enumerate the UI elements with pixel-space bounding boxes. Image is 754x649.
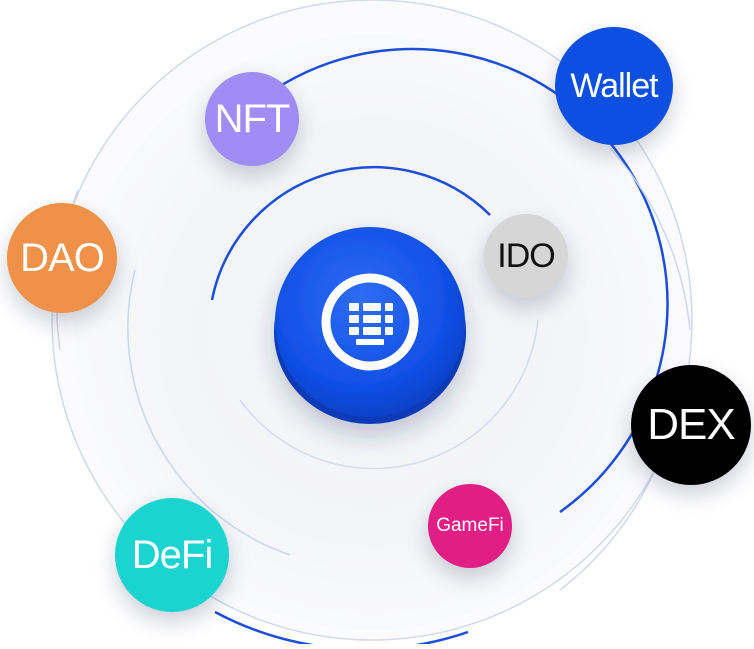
node-wallet[interactable]: Wallet <box>555 27 673 145</box>
inner-orbit-arc <box>210 165 491 301</box>
node-nft-label: NFT <box>214 96 291 141</box>
node-defi-label: DeFi <box>131 532 213 577</box>
middle-orbit-arc-left <box>127 269 291 556</box>
node-dao[interactable]: DAO <box>7 203 117 313</box>
node-defi[interactable]: DeFi <box>115 498 229 612</box>
node-ido[interactable]: IDO <box>484 214 568 298</box>
node-ido-label: IDO <box>497 236 555 275</box>
node-gamefi-label: GameFi <box>436 515 504 536</box>
inner-orbit-arc-faint <box>239 319 539 470</box>
node-wallet-label: Wallet <box>570 66 658 105</box>
node-dao-label: DAO <box>20 235 105 280</box>
center-coin <box>274 227 466 424</box>
node-gamefi[interactable]: GameFi <box>428 484 512 568</box>
outer-orbit-arc-right <box>609 147 691 331</box>
grid-table-icon <box>321 273 419 371</box>
node-dex-label: DEX <box>647 400 735 449</box>
outer-orbit-arc-right-lower <box>559 469 656 591</box>
node-dex[interactable]: DEX <box>631 365 751 485</box>
node-nft[interactable]: NFT <box>205 72 299 166</box>
